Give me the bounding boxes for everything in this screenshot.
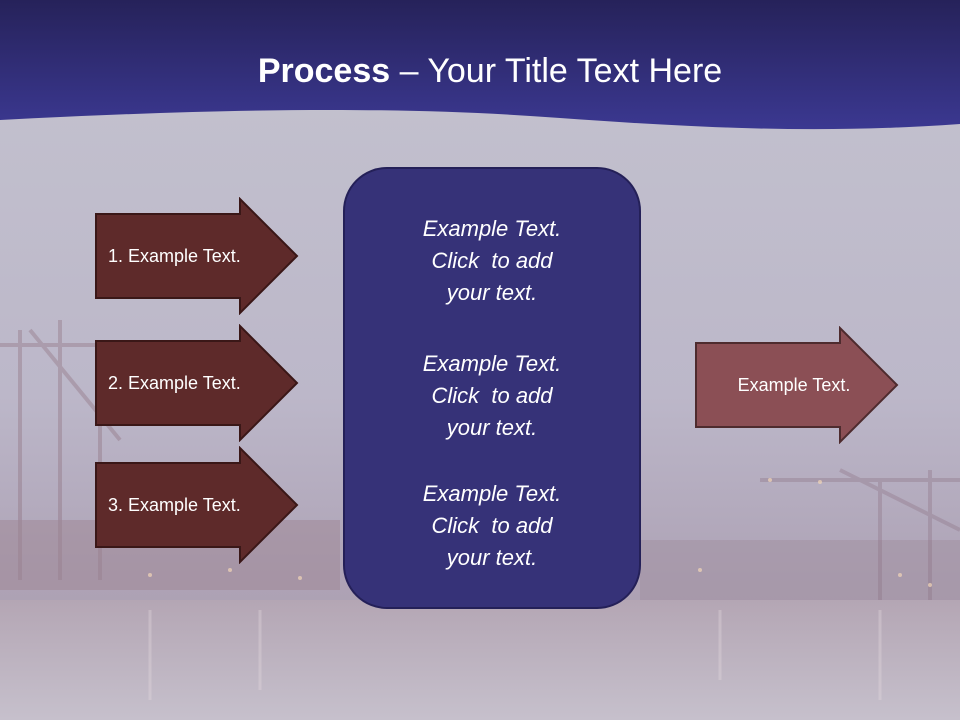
arrow-shape-icon xyxy=(95,446,299,564)
step-arrow-2[interactable]: 2. Example Text. xyxy=(94,324,300,442)
text-block-1[interactable]: Example Text. Click to add your text. xyxy=(345,213,639,309)
block-line: Example Text. xyxy=(422,351,562,376)
block-line: your text. xyxy=(446,280,538,305)
block-line: your text. xyxy=(446,415,538,440)
block-line: Click to add xyxy=(431,383,553,408)
result-label: Example Text. xyxy=(737,374,851,395)
title-rest: – Your Title Text Here xyxy=(390,52,723,90)
step-arrow-1[interactable]: 1. Example Text. xyxy=(94,197,300,315)
block-line: your text. xyxy=(446,545,538,570)
arrow-shape-icon xyxy=(95,197,299,315)
result-arrow[interactable]: Example Text. xyxy=(694,326,900,444)
center-text-box[interactable]: Example Text. Click to add your text. Ex… xyxy=(343,167,641,609)
arrow-shape-icon xyxy=(95,324,299,442)
step-label: 3. Example Text. xyxy=(108,494,241,515)
block-line: Click to add xyxy=(431,248,553,273)
arrow-shape-icon xyxy=(695,326,899,444)
title-bold: Process xyxy=(257,52,391,90)
text-block-3[interactable]: Example Text. Click to add your text. xyxy=(345,478,639,574)
step-label: 1. Example Text. xyxy=(108,245,241,266)
text-block-2[interactable]: Example Text. Click to add your text. xyxy=(345,348,639,444)
header-band xyxy=(0,0,960,130)
block-line: Example Text. xyxy=(422,216,562,241)
slide-title: Process – Your Title Text Here xyxy=(0,52,960,91)
step-label: 2. Example Text. xyxy=(108,372,241,393)
block-line: Example Text. xyxy=(422,481,562,506)
step-arrow-3[interactable]: 3. Example Text. xyxy=(94,446,300,564)
block-line: Click to add xyxy=(431,513,553,538)
